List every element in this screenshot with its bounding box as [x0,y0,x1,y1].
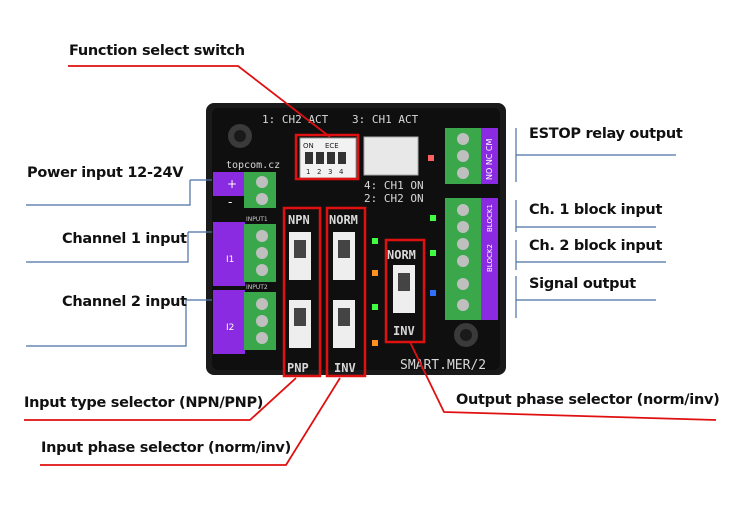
label-channel1-input: Channel 1 input [62,231,187,247]
inv-out-silk: INV [393,324,415,338]
power-header [213,172,245,196]
label-ch1-block-input: Ch. 1 block input [529,202,663,218]
led-orange-1 [372,270,378,276]
leader-input-phase [40,377,341,466]
led-green-3 [372,238,378,244]
label-power-input: Power input 12-24V [27,165,184,181]
highlight-npn-pnp [282,206,322,378]
silk-ch2-on: 2: CH2 ON [364,192,424,205]
silk-ch2-act: 1: CH2 ACT [262,113,329,126]
input1-silk: INPUT1 [246,216,268,223]
leader-power [26,180,191,206]
silk-brand: topcom.cz [226,160,280,171]
led-blue [430,290,436,296]
inv-silk: INV [334,361,356,375]
silk-ch1-act: 3: CH1 ACT [352,113,419,126]
led-green-4 [372,304,378,310]
dip-num-4: 4 [339,168,344,176]
led-relay [428,155,434,161]
label-channel2-input: Channel 2 input [62,294,187,310]
label-estop-relay-output: ESTOP relay output [529,126,683,142]
label-ch2-block-input: Ch. 2 block input [529,238,663,254]
norm-out-silk: NORM [387,248,416,262]
label-input-type-selector: Input type selector (NPN/PNP) [24,395,264,411]
led-green-2 [430,250,436,256]
led-green-1 [430,215,436,221]
silk-model: SMART.MER/2 [400,358,486,373]
label-output-phase-selector: Output phase selector (norm/inv) [456,392,720,408]
input2-header [213,290,245,354]
label-function-select-switch: Function select switch [69,43,245,59]
npn-silk: NPN [288,213,310,227]
no-nc-cm-silk: NO NC CM [485,138,494,180]
highlight-output-phase [384,238,426,344]
pnp-silk: PNP [287,361,309,375]
label-input-phase-selector: Input phase selector (norm/inv) [41,440,291,456]
dip-on-label: ON [303,142,314,150]
leader-channel2 [26,300,187,347]
relay [363,136,419,176]
power-plus: + [227,177,237,191]
silk-ch1-on: 4: CH1 ON [364,179,424,192]
input2-silk: INPUT2 [246,284,268,291]
dip-num-1: 1 [306,168,310,176]
dip-num-3: 3 [328,168,332,176]
block2-silk: BLOCK2 [486,244,494,272]
dip-ece-label: ECE [325,142,339,150]
leader-input-type [24,377,297,421]
i1-label: I1 [226,255,234,265]
i2-label: I2 [226,323,234,333]
label-signal-output: Signal output [529,276,636,292]
dip-num-2: 2 [317,168,321,176]
led-orange-2 [372,340,378,346]
highlight-norm-inv [325,206,367,378]
leader-output-phase [409,341,717,421]
leader-channel1 [26,232,189,263]
block1-silk: BLOCK1 [486,204,494,232]
leader-function-switch [68,65,331,138]
power-minus: - [228,195,232,209]
norm-silk: NORM [329,213,358,227]
input1-header [213,222,245,286]
